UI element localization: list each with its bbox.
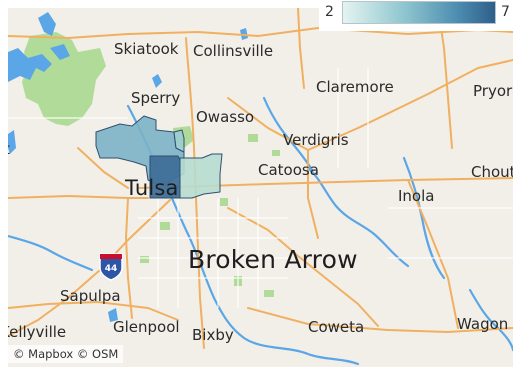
place-label-inola: Inola [398, 187, 435, 205]
map-attribution[interactable]: © Mapbox © OSM [8, 345, 124, 363]
place-label-broken-arrow: Broken Arrow [188, 245, 358, 274]
place-label-owasso: Owasso [196, 108, 255, 126]
region-tulsa-north-east[interactable] [179, 153, 223, 199]
legend-max-value: 7 [501, 4, 510, 20]
interstate-shield-label: 44 [105, 264, 118, 274]
place-label-pryor: Pryor [473, 82, 513, 100]
place-label-bixby: Bixby [192, 326, 234, 344]
color-legend: 2 7 [319, 0, 513, 31]
place-label-chouteau: Chout [471, 163, 513, 181]
choropleth-regions[interactable] [95, 115, 223, 199]
place-label-coweta: Coweta [308, 318, 365, 336]
place-label-wagoner: Wagon [457, 315, 509, 333]
place-label-verdigris: Verdigris [283, 131, 349, 149]
map-canvas[interactable]: 44 [8, 8, 513, 367]
legend-min-value: 2 [325, 4, 334, 20]
place-label-claremore: Claremore [316, 78, 394, 96]
interstate-shield-icon: 44 [99, 253, 123, 281]
place-label-tulsa: Tulsa [125, 176, 179, 200]
place-label-skiatook: Skiatook [114, 40, 179, 58]
place-label-sapulpa: Sapulpa [60, 287, 121, 305]
place-label-sperry: Sperry [131, 89, 181, 107]
minor-roads [8, 68, 513, 308]
region-tulsa-north[interactable] [173, 129, 185, 153]
place-label-left-edge: t [8, 142, 10, 157]
place-label-collinsville: Collinsville [193, 42, 274, 60]
place-label-catoosa: Catoosa [258, 161, 319, 179]
roads [8, 8, 513, 349]
place-label-kellyville: Kellyville [8, 323, 67, 341]
place-label-glenpool: Glenpool [113, 318, 180, 336]
legend-gradient-bar [342, 1, 496, 24]
map[interactable]: 44 Skiatook Collinsville Claremore Pryor… [8, 8, 513, 367]
